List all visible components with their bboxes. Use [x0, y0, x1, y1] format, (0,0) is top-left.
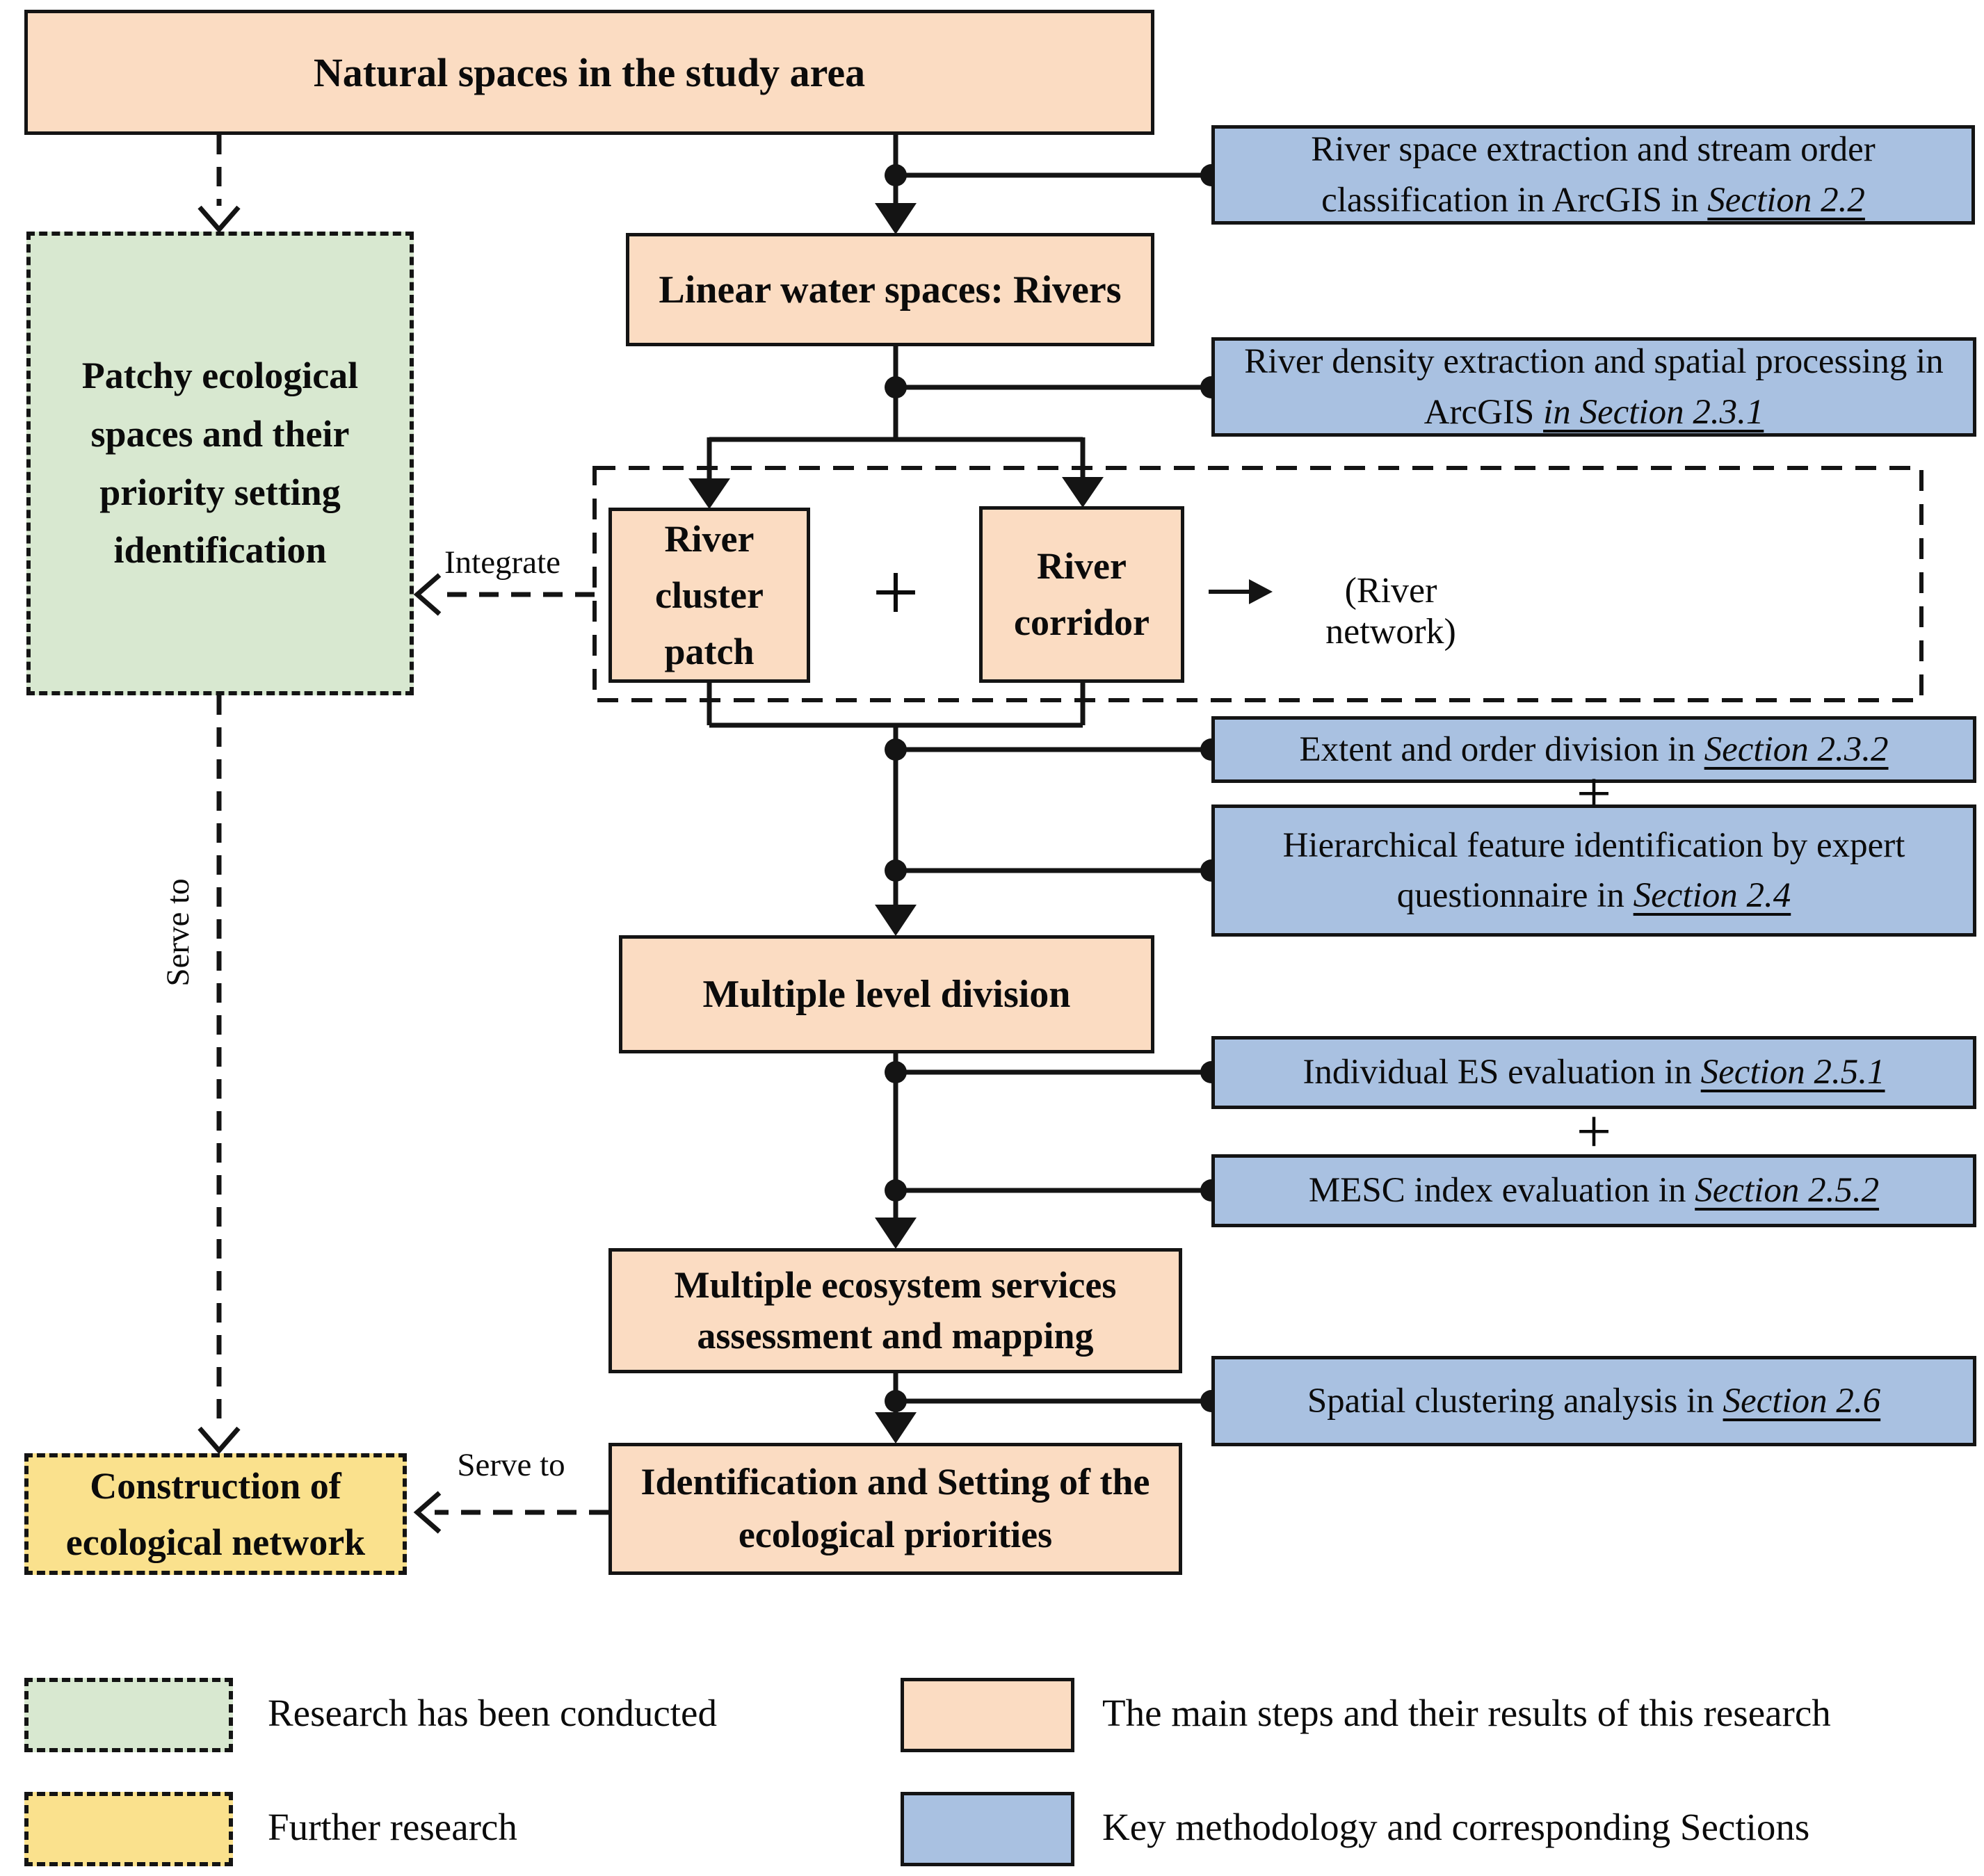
patchy-ecological-box: Patchy ecological spaces and their prior…	[26, 232, 414, 695]
dashed-group-rect	[592, 466, 1923, 702]
plus-methods-2: +	[1576, 1097, 1612, 1166]
multiple-level-division-label: Multiple level division	[702, 973, 1071, 1016]
method-box-section-2-4: Hierarchical feature identification by e…	[1211, 804, 1976, 937]
method-text: River density extraction and spatial pro…	[1244, 342, 1944, 432]
dashed-links	[197, 135, 608, 1534]
river-network-arrow	[1209, 579, 1273, 604]
river-network-label: (River network)	[1325, 571, 1456, 652]
flow-arrowheads	[688, 203, 1104, 1444]
legend-label-steps: The main steps and their results of this…	[1102, 1692, 1831, 1734]
patchy-ecological-label: Patchy ecological spaces and their prior…	[81, 355, 359, 572]
method-box-section-2-3-2: Extent and order division in Section 2.3…	[1211, 716, 1976, 783]
junction-dots	[885, 164, 1223, 1412]
method-box-section-2-2: River space extraction and stream order …	[1211, 125, 1975, 225]
method-text: MESC index evaluation in Section 2.5.2	[1308, 1171, 1880, 1211]
identification-label: Identification and Setting of the ecolog…	[640, 1461, 1150, 1555]
method-text: Individual ES evaluation in Section 2.5.…	[1302, 1053, 1885, 1092]
river-corridor-box: River corridor	[979, 506, 1184, 683]
multiple-level-division-box: Multiple level division	[619, 935, 1154, 1053]
river-cluster-patch-box: River cluster patch	[608, 508, 810, 683]
natural-spaces-box: Natural spaces in the study area	[24, 10, 1154, 135]
method-text: Hierarchical feature identification by e…	[1282, 825, 1905, 915]
method-text: Spatial clustering analysis in Section 2…	[1307, 1381, 1881, 1421]
river-cluster-patch-label: River cluster patch	[655, 517, 764, 672]
method-box-section-2-5-1: Individual ES evaluation in Section 2.5.…	[1211, 1036, 1976, 1109]
identification-box: Identification and Setting of the ecolog…	[608, 1443, 1182, 1575]
construction-box: Construction of ecological network	[24, 1453, 407, 1575]
serve-to-vertical-label: Serve to	[160, 878, 196, 987]
method-box-section-2-3-1: River density extraction and spatial pro…	[1211, 337, 1976, 437]
method-text: River space extraction and stream order …	[1311, 130, 1876, 220]
linear-water-label: Linear water spaces: Rivers	[659, 268, 1122, 312]
legend-label-methodology: Key methodology and corresponding Sectio…	[1102, 1806, 1810, 1848]
legend-swatch-further	[24, 1792, 233, 1866]
plus-cluster-corridor: +	[872, 546, 919, 638]
multiple-es-label: Multiple ecosystem services assessment a…	[674, 1264, 1117, 1357]
main-flow-lines	[707, 135, 1211, 1415]
river-corridor-label: River corridor	[1014, 545, 1150, 643]
integrate-label: Integrate	[444, 544, 560, 581]
legend-swatch-methodology	[901, 1792, 1074, 1866]
legend-label-further: Further research	[268, 1806, 517, 1848]
construction-label: Construction of ecological network	[65, 1464, 366, 1563]
legend-swatch-steps	[901, 1678, 1074, 1752]
natural-spaces-label: Natural spaces in the study area	[313, 49, 866, 95]
legend-swatch-conducted	[24, 1678, 233, 1752]
method-box-section-2-5-2: MESC index evaluation in Section 2.5.2	[1211, 1154, 1976, 1227]
linear-water-box: Linear water spaces: Rivers	[626, 233, 1154, 346]
multiple-es-box: Multiple ecosystem services assessment a…	[608, 1248, 1182, 1373]
legend-label-conducted: Research has been conducted	[268, 1692, 717, 1734]
serve-to-horizontal-label: Serve to	[457, 1447, 565, 1483]
method-text: Extent and order division in Section 2.3…	[1299, 729, 1889, 769]
method-box-section-2-6: Spatial clustering analysis in Section 2…	[1211, 1356, 1976, 1446]
